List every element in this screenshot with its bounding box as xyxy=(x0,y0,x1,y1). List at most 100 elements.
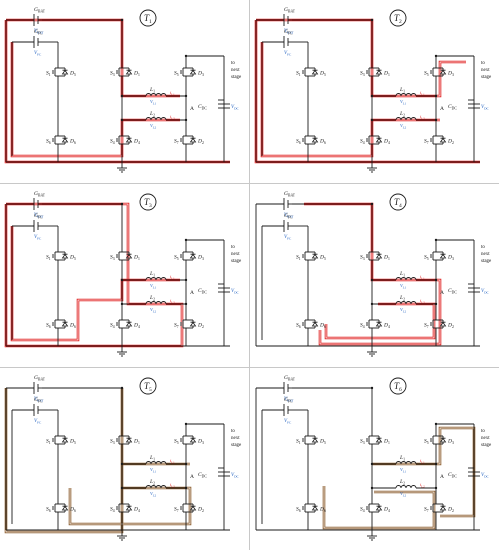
label-l1: L1 xyxy=(399,87,405,93)
label-il1: iL1 xyxy=(170,458,175,464)
switch-s6_sub: S6 D6 xyxy=(296,132,326,148)
state-badge: T1 xyxy=(139,9,157,27)
badge-circle xyxy=(139,9,157,27)
label-d1d1_sub: D1 xyxy=(133,71,140,77)
junction-dot xyxy=(120,278,124,282)
label-s7s7_sub: S7 xyxy=(424,323,429,329)
inductor-l2 xyxy=(145,301,167,305)
diode-icon xyxy=(189,253,197,259)
label-d6d6_sub: D6 xyxy=(319,507,326,513)
diode-icon xyxy=(439,69,447,75)
label-d2d2_sub: D2 xyxy=(197,323,204,329)
label-s4s4_sub: S4 xyxy=(110,507,115,513)
inductor-l2 xyxy=(395,301,417,305)
diode-icon xyxy=(311,137,319,143)
current-path xyxy=(324,302,436,340)
label-d5d5_sub: D5 xyxy=(69,439,76,445)
label-s6s6_sub: S6 xyxy=(46,139,51,145)
label-l1: L1 xyxy=(399,271,405,277)
label-vl2: VL2 xyxy=(400,307,407,313)
label-c-dc: CDC xyxy=(448,472,457,478)
inductor-l1 xyxy=(145,93,167,97)
inductor-l2 xyxy=(395,485,417,489)
panel-divider-horizontal xyxy=(0,183,499,184)
diode-icon xyxy=(189,69,197,75)
junction-dot xyxy=(434,278,438,282)
label-v-dc: VDC xyxy=(231,473,240,478)
label-il2: iL2 xyxy=(420,482,425,488)
label-next-stage: next xyxy=(231,68,240,73)
label-s7s7_sub: S7 xyxy=(174,323,179,329)
label-vl2: VL2 xyxy=(400,491,407,497)
label-g-fc: GFC xyxy=(284,397,293,403)
junction-dot xyxy=(370,94,374,98)
label-s4s4_sub: S4 xyxy=(360,139,365,145)
label-s6s6_sub: S6 xyxy=(296,323,301,329)
diode-icon xyxy=(439,321,447,327)
label-s3s3_sub: S3 xyxy=(360,439,365,445)
diode-icon xyxy=(375,253,383,259)
diode-icon xyxy=(125,69,133,75)
label-v-bat: VBAT xyxy=(34,29,44,34)
label-node-a: A xyxy=(440,290,444,296)
label-next-stage: to xyxy=(231,245,235,250)
label-node-a: A xyxy=(190,290,194,296)
diode-icon xyxy=(439,505,447,511)
label-l1: L1 xyxy=(399,455,405,461)
label-c-dc: CDC xyxy=(448,104,457,110)
label-v-fc: VFC xyxy=(34,419,42,424)
label-d3d3_sub: D3 xyxy=(447,71,454,77)
label-d4d4_sub: D4 xyxy=(133,139,140,145)
inductor-l1 xyxy=(395,277,417,281)
label-d6d6_sub: D6 xyxy=(319,139,326,145)
label-next-stage: to xyxy=(231,429,235,434)
junction-dot xyxy=(184,462,188,466)
label-next-stage: next xyxy=(231,436,240,441)
junction-dot xyxy=(370,302,374,306)
junction-dot xyxy=(370,462,374,466)
label-d1d1_sub: D1 xyxy=(383,255,390,261)
label-vl2: VL2 xyxy=(150,307,157,313)
label-c-dc: CDC xyxy=(198,472,207,478)
label-s5s5_sub: S5 xyxy=(174,71,179,77)
label-l1: L1 xyxy=(149,87,155,93)
junction-dot xyxy=(184,422,188,426)
label-c-dc: CDC xyxy=(198,288,207,294)
label-d1d1_sub: D1 xyxy=(383,439,390,445)
label-next-stage: to xyxy=(481,429,485,434)
current-path-core xyxy=(11,42,180,157)
badge-circle xyxy=(389,9,407,27)
current-path-core xyxy=(5,203,183,347)
label-s6s6_sub: S6 xyxy=(296,139,301,145)
label-s1s1_sub: S1 xyxy=(296,255,301,261)
diode-icon xyxy=(125,321,133,327)
diode-icon xyxy=(375,505,383,511)
label-l2: L2 xyxy=(149,295,155,301)
label-il2: iL2 xyxy=(170,298,175,304)
label-d2d2_sub: D2 xyxy=(197,139,204,145)
diode-icon xyxy=(61,321,69,327)
label-g-bat: GBAT xyxy=(34,375,46,381)
label-next-stage: stage xyxy=(231,75,242,80)
current-path xyxy=(254,20,480,164)
junction-dot xyxy=(120,94,124,98)
diode-icon xyxy=(375,69,383,75)
label-vl1: VL1 xyxy=(400,467,407,473)
current-path xyxy=(10,42,180,158)
current-path-core xyxy=(255,20,480,163)
label-s1s1_sub: S1 xyxy=(296,71,301,77)
